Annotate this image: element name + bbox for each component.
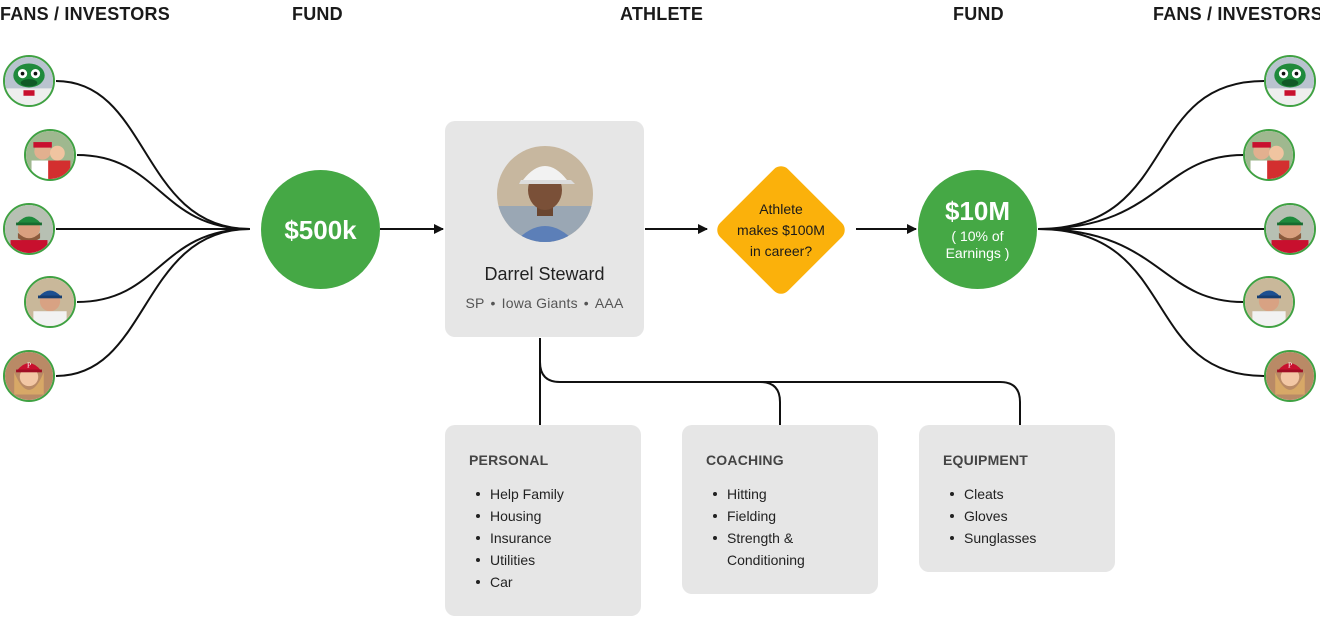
category-card-personal: PERSONAL Help Family Housing Insurance U… <box>445 425 641 616</box>
list-item: Strength & <box>713 527 867 549</box>
fund-out-node: $10M ( 10% of Earnings ) <box>918 170 1037 289</box>
man-green-cap-investor-avatar <box>1264 203 1316 255</box>
header-fans-investors-left: FANS / INVESTORS <box>0 4 170 24</box>
athlete-team: Iowa Giants <box>501 295 578 311</box>
decision-line-2: makes $100M <box>737 221 825 238</box>
list-item: Insurance <box>476 527 630 549</box>
list-item: Utilities <box>476 549 630 571</box>
connector-athlete-to-equipment <box>760 381 1021 425</box>
connector-investor-1-to-fund <box>55 80 251 230</box>
fund-out-note-line-2: Earnings ) <box>945 244 1010 261</box>
fund-in-node: $500k <box>261 170 380 289</box>
athlete-meta: SP • Iowa Giants • AAA <box>445 295 644 311</box>
list-item: Conditioning <box>727 552 805 568</box>
category-list: Help Family Housing Insurance Utilities … <box>476 483 630 593</box>
category-title: PERSONAL <box>469 452 549 468</box>
athlete-photo <box>497 146 593 242</box>
decision-node: Athlete makes $100M in career? <box>713 162 849 298</box>
fund-in-amount: $500k <box>284 214 357 245</box>
category-card-coaching: COACHING Hitting Fielding Strength & Con… <box>682 425 878 594</box>
athlete-position: SP <box>465 295 485 311</box>
fund-out-amount: $10M <box>944 196 1011 227</box>
category-list: Cleats Gloves Sunglasses <box>950 483 1104 549</box>
family-investor-avatar <box>24 129 76 181</box>
list-item: Sunglasses <box>950 527 1104 549</box>
svg-text:P: P <box>27 361 31 370</box>
header-athlete: ATHLETE <box>620 4 704 24</box>
man-blue-cap-investor-avatar <box>24 276 76 328</box>
category-card-equipment: EQUIPMENT Cleats Gloves Sunglasses <box>919 425 1115 572</box>
man-blue-cap-investor-avatar <box>1243 276 1295 328</box>
man-green-cap-investor-avatar <box>3 203 55 255</box>
connector-fund-to-investor-5 <box>1037 228 1265 377</box>
decision-line-3: in career? <box>749 242 813 259</box>
connector-investor-4-to-fund <box>76 228 251 303</box>
mascot-investor-avatar <box>1264 55 1316 107</box>
list-item: Hitting <box>713 483 867 505</box>
decision-label: Athlete makes $100M in career? <box>715 164 847 296</box>
fund-out-note-line-1: ( 10% of <box>951 228 1004 245</box>
connector-investor-5-to-fund <box>55 228 251 377</box>
header-fund-right: FUND <box>953 4 1004 24</box>
connector-fund-to-investor-4 <box>1037 228 1244 303</box>
mascot-investor-avatar <box>3 55 55 107</box>
athlete-card: Darrel Steward SP • Iowa Giants • AAA <box>445 121 644 337</box>
connector-athlete-to-coaching <box>539 338 781 425</box>
woman-red-cap-investor-avatar: P <box>1264 350 1316 402</box>
list-item: Gloves <box>950 505 1104 527</box>
woman-red-cap-investor-avatar: P <box>3 350 55 402</box>
list-item: Housing <box>476 505 630 527</box>
header-fund-left: FUND <box>292 4 343 24</box>
category-list: Hitting Fielding Strength & Conditioning <box>713 483 867 571</box>
family-investor-avatar <box>1243 129 1295 181</box>
athlete-name: Darrel Steward <box>484 264 605 284</box>
list-item: Help Family <box>476 483 630 505</box>
meta-separator: • <box>490 295 496 311</box>
connector-fund-to-investor-1 <box>1037 80 1265 230</box>
athlete-level: AAA <box>594 295 624 311</box>
header-fans-investors-right: FANS / INVESTORS <box>1153 4 1320 24</box>
list-item: Car <box>476 571 630 593</box>
category-title: EQUIPMENT <box>943 452 1029 468</box>
fund-out-note: ( 10% of Earnings ) <box>946 228 1010 260</box>
svg-text:P: P <box>1288 361 1292 370</box>
decision-line-1: Athlete <box>759 200 803 217</box>
meta-separator: • <box>583 295 589 311</box>
category-title: COACHING <box>706 452 784 468</box>
connector-investor-2-to-fund <box>76 154 251 230</box>
connector-fund-to-investor-2 <box>1037 154 1244 230</box>
list-item: Cleats <box>950 483 1104 505</box>
list-item: Fielding <box>713 505 867 527</box>
